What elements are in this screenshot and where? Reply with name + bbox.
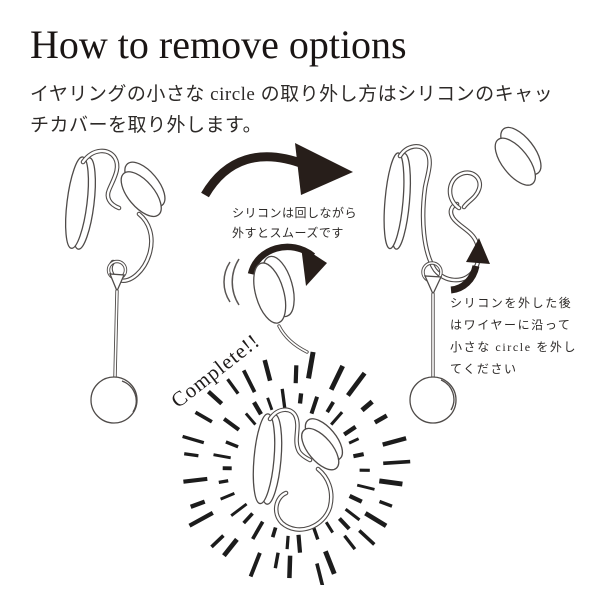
ear-pad-disc: [383, 152, 412, 250]
rotate-hint-line-1: シリコンは回しながら: [232, 206, 358, 220]
lift-arrow-icon: [450, 238, 490, 294]
ball-drop: [90, 273, 138, 424]
silicone-catch: [301, 418, 344, 471]
illustration-earring-after: [383, 126, 542, 424]
illustration-earring-before: [64, 148, 166, 424]
wire-tip: [277, 324, 309, 354]
subtitle-line-1: イヤリングの小さな circle の取り外し方はシリコンのキャッ: [30, 84, 554, 105]
rotate-arrow-icon: [247, 243, 327, 286]
rotate-hint-line-2: 外すとスムーズです: [232, 226, 344, 240]
illustration-complete-burst: [182, 351, 411, 585]
ear-pad-disc: [252, 413, 283, 505]
burst-rays-icon: [182, 351, 411, 585]
clip-wire: [397, 144, 482, 283]
clip-wire-upper: [80, 148, 122, 211]
silicone-catch: [120, 161, 166, 218]
after-removed-line-2: はワイヤーに沿って: [450, 318, 572, 332]
step-arrow-icon: [201, 143, 353, 198]
clip-wire-upper: [267, 407, 313, 463]
after-removed-line-3: 小さな circle を外し: [450, 340, 578, 354]
rotate-hint-caption: シリコンは回しながら 外すとスムーズです: [232, 203, 357, 243]
silicone-catch-removed: [494, 126, 542, 186]
illustration-silicone-rotation: [223, 243, 327, 354]
after-removed-line-4: てください: [450, 362, 518, 376]
small-circle-detached: [447, 170, 483, 211]
motion-lines: [223, 258, 240, 306]
clip-wire-lower: [108, 211, 154, 283]
page-title: How to remove options: [30, 22, 407, 67]
ball-drop: [409, 275, 457, 424]
subtitle-line-2: チカバーを取り外します。: [30, 115, 263, 136]
clip-wire-lower: [273, 466, 334, 532]
ear-pad-disc: [64, 156, 97, 250]
after-removed-line-1: シリコンを外した後: [450, 296, 573, 310]
silicone-catch-loose: [253, 255, 295, 324]
after-removed-caption: シリコンを外した後 はワイヤーに沿って 小さな circle を外し てください: [450, 292, 577, 380]
